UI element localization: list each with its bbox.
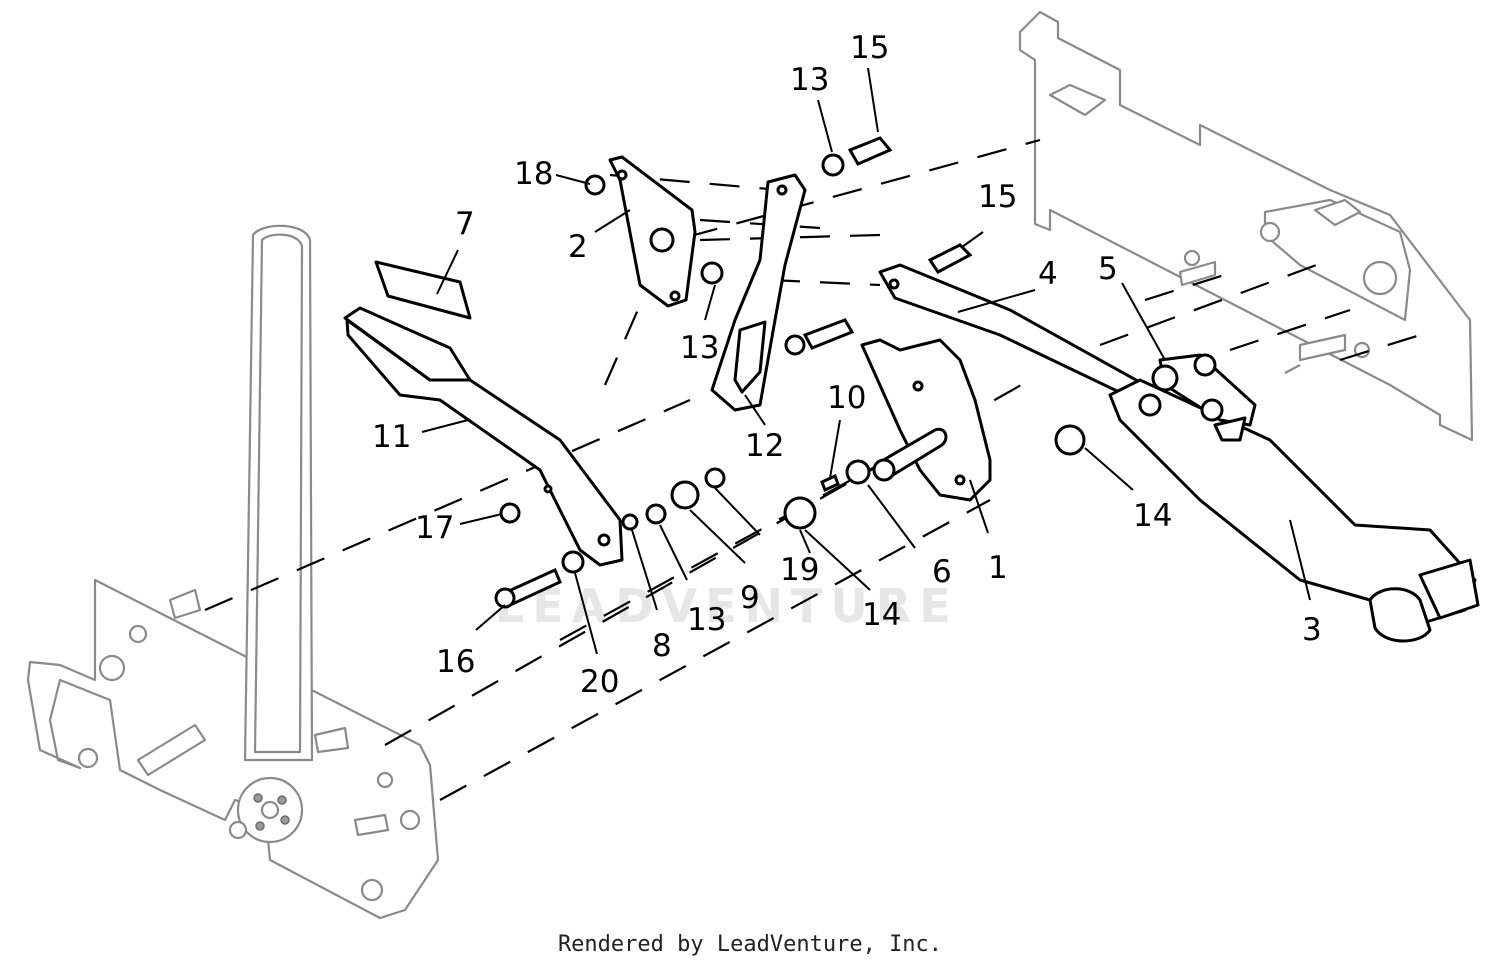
part-1-shaft-end bbox=[872, 458, 896, 482]
part-15-bolt-mid bbox=[927, 243, 973, 274]
part-1-shaft bbox=[878, 427, 948, 480]
part-5-boss-b bbox=[1193, 353, 1217, 377]
part-19-bushing bbox=[783, 496, 817, 530]
callout-10: 10 bbox=[827, 380, 866, 416]
part-13-washer-mid bbox=[700, 261, 724, 285]
part-2-hole-bottom bbox=[669, 290, 681, 302]
part-1-hole-a bbox=[912, 380, 924, 392]
callout-17: 17 bbox=[415, 510, 454, 546]
callout-6: 6 bbox=[932, 554, 952, 590]
callout-7: 7 bbox=[455, 206, 475, 242]
part-16-bolt-head bbox=[494, 587, 516, 609]
part-5-boss-d bbox=[1200, 398, 1224, 422]
callout-4: 4 bbox=[1038, 256, 1058, 292]
pedal-arm-hole bbox=[543, 484, 553, 494]
part-5-tab bbox=[1213, 416, 1247, 442]
callout-20: 20 bbox=[580, 664, 619, 700]
callout-1: 1 bbox=[988, 550, 1008, 586]
part-9-nut bbox=[704, 467, 726, 489]
part-12-slotted-arm bbox=[710, 173, 807, 412]
part-5-boss-a bbox=[1151, 364, 1179, 392]
callout-14-low: 14 bbox=[862, 597, 901, 633]
leader-lines bbox=[421, 67, 1311, 655]
callout-18: 18 bbox=[514, 156, 553, 192]
part-20-washer bbox=[561, 550, 585, 574]
part-8-washer bbox=[621, 513, 639, 531]
part-18-nut bbox=[584, 174, 606, 196]
part-7-pedal-pad bbox=[374, 260, 472, 320]
part-14-bushing-right bbox=[1054, 424, 1086, 456]
part-9-bushing bbox=[670, 480, 700, 510]
callout-labels: 18 2 7 13 15 13 15 4 5 11 12 10 14 17 19… bbox=[372, 30, 1322, 700]
callout-13-top: 13 bbox=[790, 62, 829, 98]
part-11-pedal-plate bbox=[343, 306, 472, 382]
callout-12: 12 bbox=[745, 428, 784, 464]
part-15-bolt-top bbox=[847, 136, 893, 166]
part-2-link-plate bbox=[608, 155, 697, 308]
callout-11: 11 bbox=[372, 419, 411, 455]
callout-3: 3 bbox=[1302, 612, 1322, 648]
callout-8: 8 bbox=[652, 628, 672, 664]
part-17-nut bbox=[499, 502, 521, 524]
part-3-end-block bbox=[1418, 558, 1480, 620]
callout-2: 2 bbox=[568, 229, 588, 265]
part-1-hole-b bbox=[954, 474, 966, 486]
callout-14-right: 14 bbox=[1133, 498, 1172, 534]
callout-16: 16 bbox=[436, 644, 475, 680]
bushing-arm-12 bbox=[784, 334, 806, 356]
part-2-hole-top bbox=[616, 169, 628, 181]
hardware bbox=[494, 136, 1086, 609]
callout-13-mid: 13 bbox=[680, 330, 719, 366]
part-12-top-hole bbox=[776, 184, 788, 196]
callout-5: 5 bbox=[1098, 251, 1118, 287]
callout-15-top: 15 bbox=[850, 30, 889, 66]
callout-9: 9 bbox=[740, 580, 760, 616]
part-12-slot bbox=[733, 320, 767, 394]
part-2-bushing bbox=[649, 227, 675, 253]
part-1-quadrant bbox=[860, 338, 992, 502]
part-13-washer-top bbox=[821, 153, 845, 177]
part-6-washer bbox=[845, 459, 871, 485]
bolt-arm-12 bbox=[802, 318, 855, 350]
callout-13-low: 13 bbox=[687, 602, 726, 638]
part-4-end-hole bbox=[888, 278, 900, 290]
callout-19: 19 bbox=[780, 552, 819, 588]
watermark-text: LEADVENTURE bbox=[495, 579, 959, 633]
part-5-boss-c bbox=[1138, 393, 1162, 417]
part-3-end-roller bbox=[1368, 587, 1432, 643]
frame-plate-right bbox=[1018, 10, 1474, 442]
transmission-plate-left bbox=[26, 224, 440, 920]
part-13-washer-low bbox=[645, 503, 667, 525]
footer-credit: Rendered by LeadVenture, Inc. bbox=[557, 932, 943, 957]
callout-15-mid: 15 bbox=[978, 179, 1017, 215]
pedal-arm-pivot-hole bbox=[597, 533, 611, 547]
